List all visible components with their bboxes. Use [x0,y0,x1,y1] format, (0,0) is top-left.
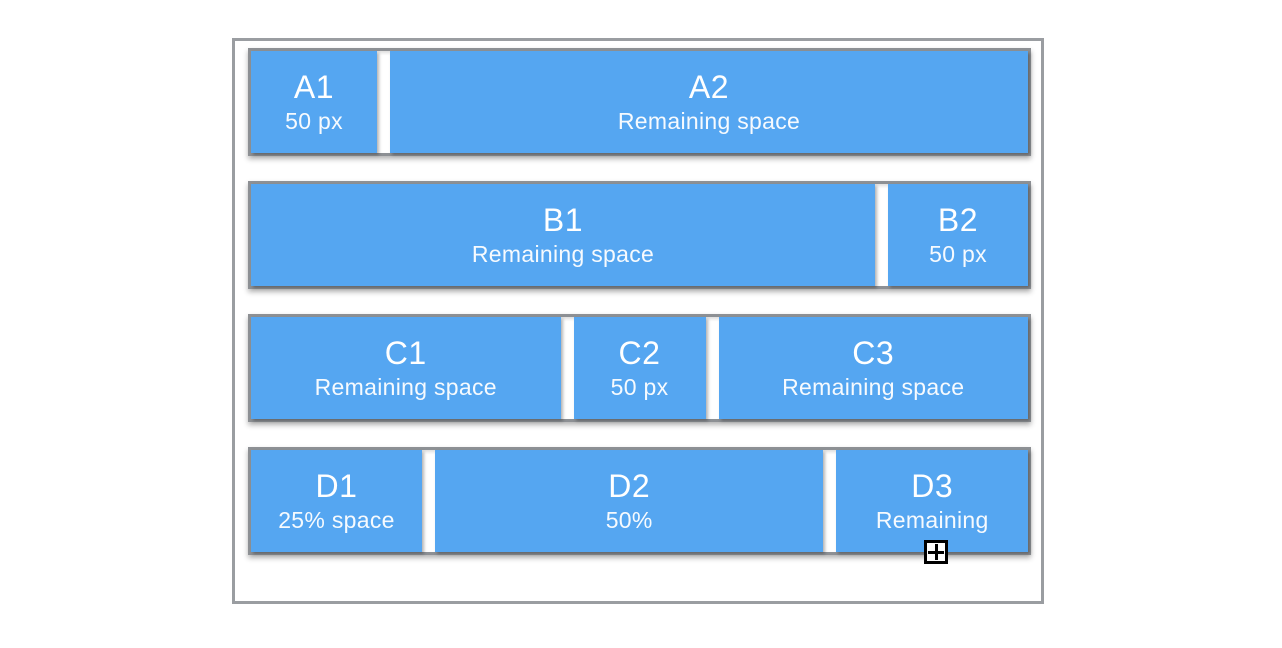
box-title: C3 [852,335,895,372]
box-subtitle: 50 px [285,108,343,135]
row-d: D1 25% space D2 50% D3 Remaining [248,447,1031,555]
box-title: A2 [688,69,730,106]
box-c2: C2 50 px [573,317,706,419]
box-subtitle: 25% space [278,507,395,534]
box-title: B1 [542,202,584,239]
box-b1: B1 Remaining space [251,184,875,286]
box-c1: C1 Remaining space [251,317,561,419]
box-b2: B2 50 px [888,184,1028,286]
row-b: B1 Remaining space B2 50 px [248,181,1031,289]
box-subtitle: 50 px [610,374,669,401]
box-title: C1 [384,335,427,372]
cursor-horizontal-bar [928,550,944,554]
box-c3: C3 Remaining space [718,317,1028,419]
box-subtitle: Remaining [875,507,989,534]
box-subtitle: Remaining space [314,374,497,401]
box-subtitle: 50% [605,507,653,534]
box-a1: A1 50 px [251,51,377,153]
box-title: D3 [911,468,954,505]
box-d2: D2 50% [434,450,824,552]
box-d1: D1 25% space [251,450,422,552]
demo-container: A1 50 px A2 Remaining space B1 Remaining… [232,38,1044,604]
box-d3: D3 Remaining [836,450,1028,552]
box-title: C2 [618,335,661,372]
box-subtitle: Remaining space [471,241,655,268]
box-title: D2 [608,468,651,505]
box-subtitle: Remaining space [617,108,801,135]
box-title: B2 [937,202,979,239]
box-a2: A2 Remaining space [390,51,1028,153]
box-subtitle: 50 px [929,241,987,268]
row-c: C1 Remaining space C2 50 px C3 Remaining… [248,314,1031,422]
box-title: D1 [315,468,358,505]
box-subtitle: Remaining space [782,374,965,401]
box-title: A1 [293,69,335,106]
row-a: A1 50 px A2 Remaining space [248,48,1031,156]
crosshair-plus-cursor-icon [924,540,948,564]
